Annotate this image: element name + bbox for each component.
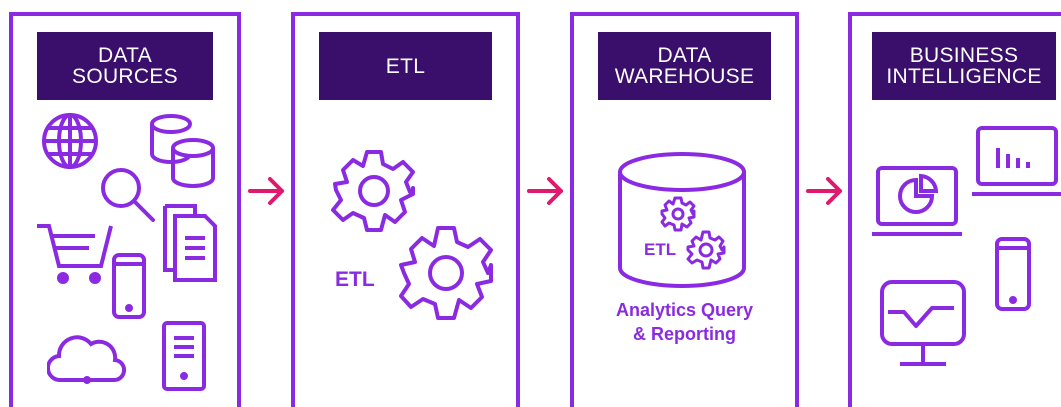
magnifier-icon	[101, 168, 155, 222]
arrow-right-icon	[527, 177, 563, 205]
header-line: SOURCES	[72, 65, 178, 88]
laptop-pie-chart-icon	[872, 166, 962, 236]
header-line: ETL	[385, 54, 426, 78]
business-intelligence-panel: BUSINESS INTELLIGENCE	[848, 12, 1061, 407]
server-icon	[162, 321, 206, 391]
gear-icon	[331, 150, 415, 232]
header-line: DATA	[97, 44, 153, 67]
database-cylinder-icon	[618, 152, 746, 288]
caption-line: Analytics Query	[615, 300, 754, 320]
business-intelligence-header: BUSINESS INTELLIGENCE	[872, 32, 1056, 100]
laptop-bar-chart-icon	[972, 126, 1061, 196]
cloud-icon	[47, 335, 126, 384]
caption-line: & Reporting	[633, 324, 736, 344]
warehouse-etl-label: ETL	[644, 240, 677, 259]
gear-icon	[399, 226, 493, 320]
data-warehouse-panel: DATA WAREHOUSE ETL Analytics Query & Rep…	[570, 12, 799, 407]
globe-icon	[42, 113, 98, 169]
smartphone-icon	[112, 253, 146, 319]
data-sources-header: DATA SOURCES	[37, 32, 213, 100]
header-line: DATA	[657, 44, 712, 67]
header-line: INTELLIGENCE	[886, 65, 1042, 88]
arrow-right-icon	[248, 177, 284, 205]
gear-icon	[686, 230, 726, 270]
data-sources-panel: DATA SOURCES	[9, 12, 241, 407]
etl-panel: ETL ETL	[291, 12, 520, 407]
gear-icon	[660, 196, 696, 232]
etl-label: ETL	[335, 268, 375, 291]
analytics-caption: Analytics Query & Reporting	[574, 298, 795, 346]
data-warehouse-header: DATA WAREHOUSE	[598, 32, 771, 100]
monitor-line-chart-icon	[880, 280, 966, 366]
header-line: WAREHOUSE	[614, 65, 755, 88]
database-icon	[150, 114, 215, 188]
etl-header: ETL	[319, 32, 492, 100]
smartphone-icon	[995, 237, 1031, 311]
documents-icon	[163, 204, 217, 282]
header-line: BUSINESS	[909, 44, 1019, 67]
arrow-right-icon	[806, 177, 842, 205]
shopping-cart-icon	[37, 224, 113, 284]
